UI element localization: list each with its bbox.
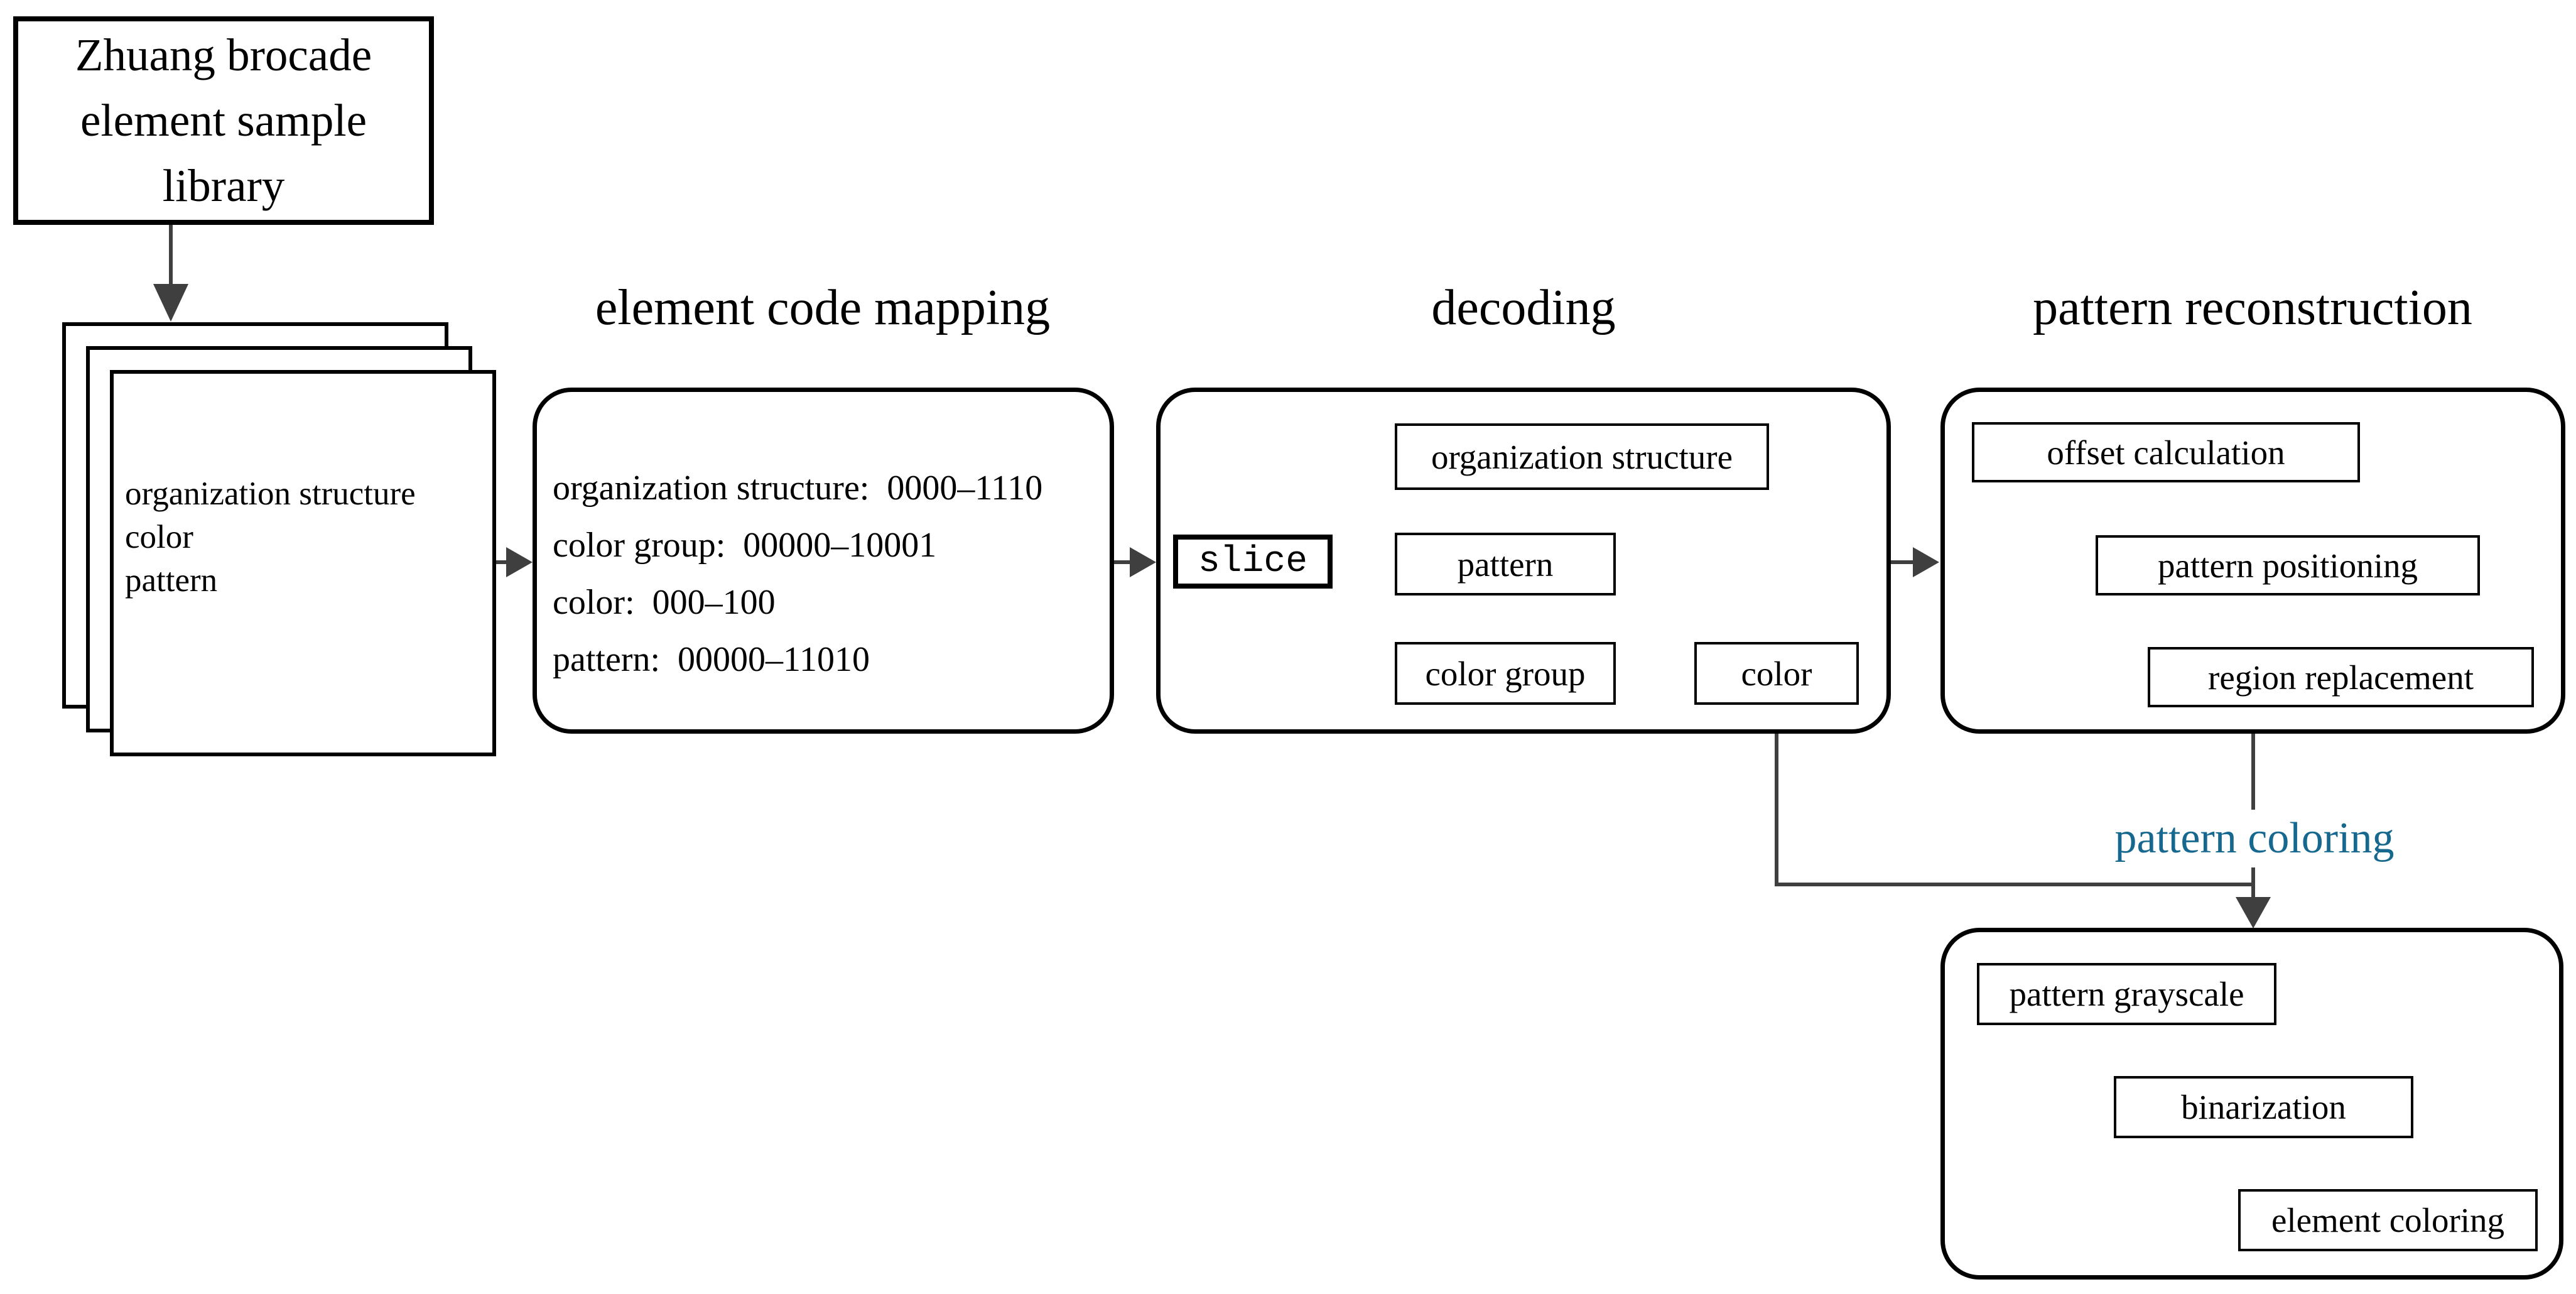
- decoding-output-organization-structure: organization structure: [1395, 423, 1769, 490]
- arrow-samples-to-mapping: [496, 547, 533, 577]
- step-offset-calculation: offset calculation: [1972, 422, 2360, 482]
- arrow-library-to-samples: [153, 225, 188, 322]
- arrow-mapping-to-decoding: [1113, 547, 1156, 577]
- step-pattern-positioning: pattern positioning: [2096, 535, 2480, 595]
- step-region-replacement: region replacement: [2148, 647, 2534, 707]
- sample-page-text: organization structure color pattern: [125, 472, 416, 602]
- arrow-decoding-to-reconstruction: [1891, 547, 1939, 577]
- library-box: Zhuang brocade element sample library: [13, 16, 434, 225]
- decoding-output-color: color: [1694, 642, 1859, 705]
- code-line-pattern: pattern: 00000–11010: [553, 640, 870, 679]
- decoding-output-color-group: color group: [1395, 642, 1616, 705]
- step-binarization: binarization: [2114, 1076, 2413, 1138]
- section-title-decoding: decoding: [1431, 280, 1616, 335]
- code-line-color-group: color group: 00000–10001: [553, 526, 937, 565]
- element-code-mapping-box: [533, 388, 1114, 734]
- section-title-pattern-reconstruction: pattern reconstruction: [2033, 280, 2472, 335]
- library-box-label: Zhuang brocade element sample library: [75, 30, 372, 211]
- step-pattern-grayscale: pattern grayscale: [1977, 963, 2276, 1025]
- sample-line-color: color: [125, 519, 193, 555]
- sample-page-front: [110, 370, 496, 756]
- section-title-element-code-mapping: element code mapping: [595, 280, 1051, 335]
- step-element-coloring: element coloring: [2238, 1189, 2538, 1251]
- sample-line-organization-structure: organization structure: [125, 476, 416, 512]
- decoding-output-pattern: pattern: [1395, 533, 1616, 595]
- slice-node: slice: [1173, 535, 1333, 589]
- pattern-coloring-label: pattern coloring: [2104, 810, 2405, 867]
- sample-line-pattern: pattern: [125, 562, 218, 599]
- element-code-mapping-lines: organization structure: 0000–1110 color …: [553, 460, 1042, 688]
- code-line-color: color: 000–100: [553, 583, 776, 622]
- code-line-organization-structure: organization structure: 0000–1110: [553, 469, 1043, 508]
